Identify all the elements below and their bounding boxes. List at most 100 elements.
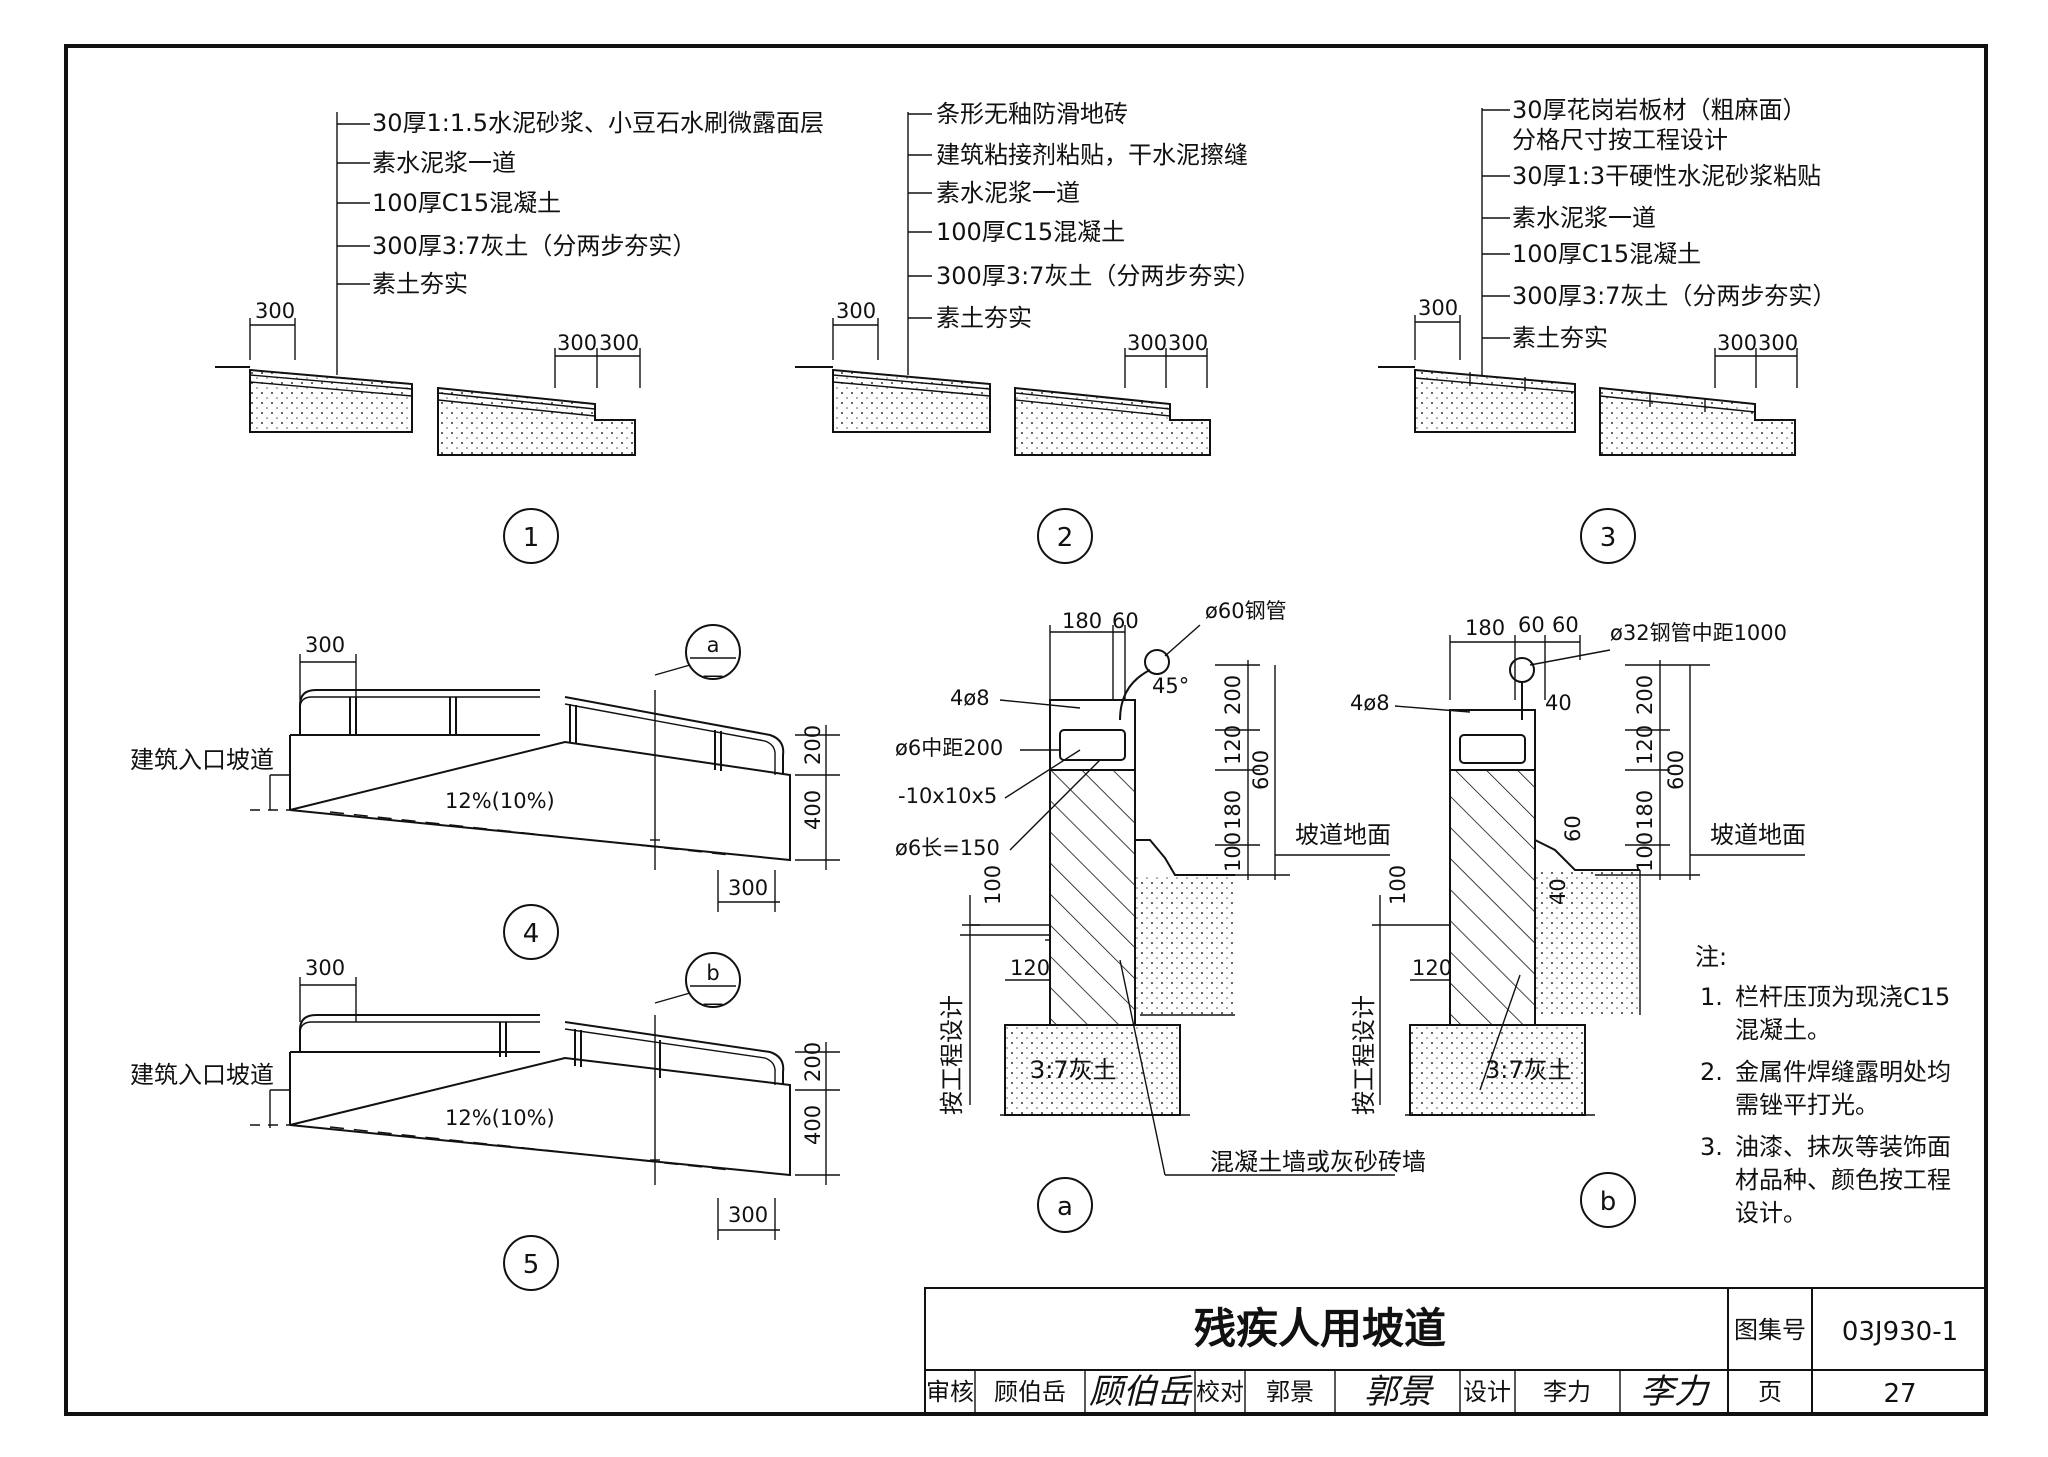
b-dim-40: 40 bbox=[1545, 691, 1572, 715]
section-a: 180 60 ø60钢管 45° 4ø8 ø6中距200 -10x10x5 ø6… bbox=[895, 599, 1426, 1233]
note-1-line-1: 栏杆压顶为现浇C15 bbox=[1735, 983, 1950, 1011]
detail-2: 条形无釉防滑地砖 建筑粘接剂粘贴，干水泥擦缝 素水泥浆一道 100厚C15混凝土… bbox=[795, 100, 1260, 564]
note-3-num: 3. bbox=[1700, 1133, 1723, 1161]
detail-4: 300 建筑入口坡道 12%(10%) a — 200 bbox=[130, 624, 840, 960]
section-dash-4: — bbox=[703, 663, 724, 687]
dim-5-d: 300 bbox=[728, 1203, 768, 1227]
layer-3-4: 100厚C15混凝土 bbox=[1512, 240, 1701, 268]
dim-5-c: 400 bbox=[801, 1105, 825, 1145]
detail-label-5: 5 bbox=[523, 1250, 540, 1280]
layer-3-1b: 分格尺寸按工程设计 bbox=[1512, 126, 1728, 154]
b-dim-60b: 60 bbox=[1552, 613, 1579, 637]
layer-1-2: 素水泥浆一道 bbox=[372, 149, 516, 177]
b-by-design: 按工程设计 bbox=[1350, 995, 1378, 1115]
atlas-label: 图集号 bbox=[1734, 1316, 1806, 1344]
a-angle: 45° bbox=[1152, 674, 1189, 698]
dim-4-c: 400 bbox=[801, 790, 825, 830]
dim-1-b: 300 bbox=[557, 331, 597, 355]
dim-3-b: 300 bbox=[1717, 331, 1757, 355]
a-v-120: 120 bbox=[1221, 725, 1245, 765]
designer: 李力 bbox=[1543, 1378, 1591, 1406]
b-side-40: 40 bbox=[1546, 878, 1570, 905]
a-anchor: ø6长=150 bbox=[895, 836, 1000, 860]
dim-5-b: 200 bbox=[801, 1042, 825, 1082]
layer-1-3: 100厚C15混凝土 bbox=[372, 189, 561, 217]
section-label-a: a bbox=[1057, 1192, 1073, 1222]
dim-1-c: 300 bbox=[599, 331, 639, 355]
b-v-180: 180 bbox=[1633, 790, 1657, 830]
b-ramp-floor: 坡道地面 bbox=[1710, 821, 1806, 849]
b-rebar: 4ø8 bbox=[1350, 691, 1390, 715]
layer-2-1: 条形无釉防滑地砖 bbox=[936, 100, 1128, 128]
reviewer: 顾伯岳 bbox=[994, 1378, 1066, 1406]
note-3-line-2: 材品种、颜色按工程 bbox=[1735, 1166, 1951, 1194]
checker-signature: 郭景 bbox=[1364, 1372, 1434, 1412]
a-dim-60: 60 bbox=[1112, 609, 1139, 633]
a-pipe: ø60钢管 bbox=[1205, 599, 1287, 623]
b-left-100: 100 bbox=[1386, 865, 1410, 905]
b-side-60: 60 bbox=[1561, 815, 1585, 842]
a-v-180: 180 bbox=[1221, 790, 1245, 830]
dim-2-c: 300 bbox=[1168, 331, 1208, 355]
reviewer-signature: 顾伯岳 bbox=[1089, 1372, 1193, 1412]
a-left-100: 100 bbox=[981, 865, 1005, 905]
b-v-200: 200 bbox=[1633, 675, 1657, 715]
layer-1-5: 素土夯实 bbox=[372, 270, 468, 298]
section-b: 180 60 60 ø32钢管中距1000 40 4ø8 3:7灰土 200 1… bbox=[1350, 613, 1806, 1228]
review-label: 审核 bbox=[926, 1378, 974, 1406]
note-3-line-3: 设计。 bbox=[1735, 1199, 1807, 1227]
dim-2-a: 300 bbox=[836, 299, 876, 323]
sheet-title: 残疾人用坡道 bbox=[1194, 1304, 1446, 1353]
a-plate: -10x10x5 bbox=[898, 784, 997, 808]
detail-label-2: 2 bbox=[1057, 523, 1074, 553]
layer-3-3: 素水泥浆一道 bbox=[1512, 204, 1656, 232]
dim-3-a: 300 bbox=[1418, 296, 1458, 320]
b-left-120: 120 bbox=[1412, 956, 1452, 980]
b-v-120: 120 bbox=[1633, 725, 1657, 765]
layer-2-4: 100厚C15混凝土 bbox=[936, 218, 1125, 246]
a-soil: 3:7灰土 bbox=[1030, 1056, 1117, 1084]
detail-label-1: 1 bbox=[523, 523, 540, 553]
detail-3: 30厚花岗岩板材（粗麻面） 分格尺寸按工程设计 30厚1:3干硬性水泥砂浆粘贴 … bbox=[1378, 96, 1836, 564]
dim-4-b: 200 bbox=[801, 725, 825, 765]
a-v-200: 200 bbox=[1221, 675, 1245, 715]
a-v-100: 100 bbox=[1221, 832, 1245, 872]
check-label: 校对 bbox=[1196, 1378, 1244, 1406]
dim-4-a: 300 bbox=[305, 633, 345, 657]
atlas-no: 03J930-1 bbox=[1842, 1317, 1958, 1347]
detail-1: 30厚1:1.5水泥砂浆、小豆石水刷微露面层 素水泥浆一道 100厚C15混凝土… bbox=[215, 109, 824, 564]
detail-label-3: 3 bbox=[1600, 523, 1617, 553]
layer-2-6: 素土夯实 bbox=[936, 304, 1032, 332]
layer-1-4: 300厚3:7灰土（分两步夯实） bbox=[372, 232, 696, 260]
a-dim-180: 180 bbox=[1062, 609, 1102, 633]
layer-2-5: 300厚3:7灰土（分两步夯实） bbox=[936, 262, 1260, 290]
dim-3-c: 300 bbox=[1758, 331, 1798, 355]
b-v-600: 600 bbox=[1664, 750, 1688, 790]
note-1-num: 1. bbox=[1700, 983, 1723, 1011]
a-left-120: 120 bbox=[1010, 956, 1050, 980]
b-soil: 3:7灰土 bbox=[1485, 1056, 1572, 1084]
a-rebar: 4ø8 bbox=[950, 686, 990, 710]
notes-heading: 注: bbox=[1695, 943, 1727, 971]
entry-5: 建筑入口坡道 bbox=[130, 1061, 274, 1089]
dim-1-a: 300 bbox=[255, 299, 295, 323]
entry-4: 建筑入口坡道 bbox=[130, 746, 274, 774]
layer-1-1: 30厚1:1.5水泥砂浆、小豆石水刷微露面层 bbox=[372, 109, 824, 137]
a-stirrup: ø6中距200 bbox=[895, 736, 1003, 760]
section-dash-5: — bbox=[703, 991, 724, 1015]
detail-5: 300 建筑入口坡道 12%(10%) b — 200 400 300 bbox=[130, 952, 840, 1291]
b-dim-180: 180 bbox=[1465, 616, 1505, 640]
layer-2-3: 素水泥浆一道 bbox=[936, 179, 1080, 207]
dim-5-a: 300 bbox=[305, 956, 345, 980]
slope-5: 12%(10%) bbox=[445, 1106, 555, 1130]
b-dim-60a: 60 bbox=[1518, 613, 1545, 637]
a-by-design: 按工程设计 bbox=[938, 995, 966, 1115]
page-label: 页 bbox=[1758, 1378, 1782, 1406]
section-label-b: b bbox=[1600, 1187, 1617, 1217]
note-3-line-1: 油漆、抹灰等装饰面 bbox=[1735, 1133, 1951, 1161]
dim-2-b: 300 bbox=[1127, 331, 1167, 355]
notes: 注: 1. 栏杆压顶为现浇C15 混凝土。 2. 金属件焊缝露明处均 需锉平打光… bbox=[1695, 943, 1951, 1227]
checker: 郭景 bbox=[1266, 1378, 1314, 1406]
slope-4: 12%(10%) bbox=[445, 789, 555, 813]
